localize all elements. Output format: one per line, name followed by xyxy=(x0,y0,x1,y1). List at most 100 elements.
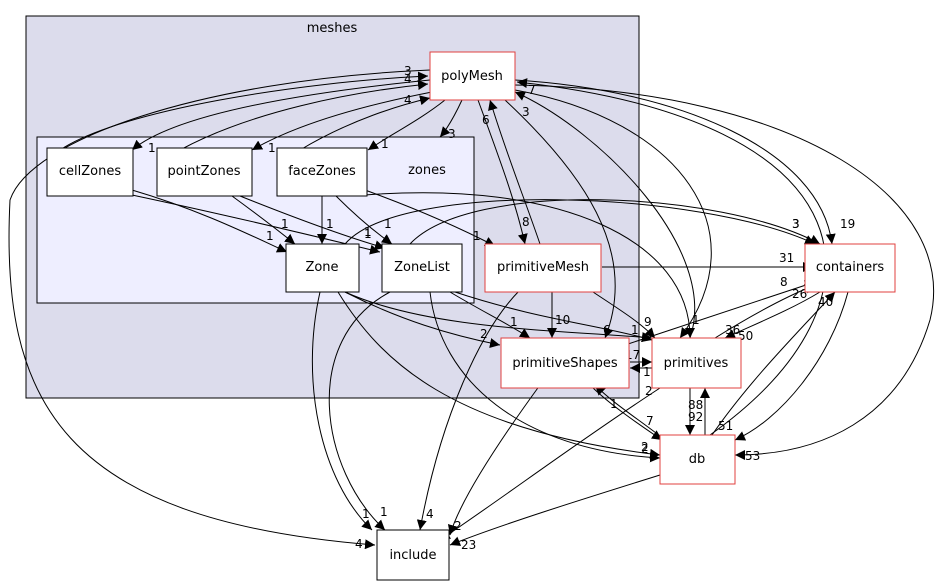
edge-cellZones-polyMesh xyxy=(59,71,429,151)
edge-label: 4 xyxy=(355,537,363,551)
edge-db-polyMesh xyxy=(516,78,827,436)
edge-label: 3 xyxy=(448,127,456,141)
edge-cellZones-ZoneList xyxy=(131,194,381,255)
node-pointZones[interactable]: pointZones xyxy=(156,147,253,197)
edge-label: 36 xyxy=(725,323,740,337)
node-cellZones[interactable]: cellZones xyxy=(46,147,134,197)
edge-containers-primitives xyxy=(724,291,821,339)
edge-label: 2 xyxy=(454,519,462,533)
edge-label: 88 xyxy=(688,398,703,412)
node-primitives[interactable]: primitives xyxy=(651,337,742,389)
edge-polyMesh-faceZones xyxy=(367,99,446,151)
edge-label: 2 xyxy=(641,440,649,454)
edge-label: 1 xyxy=(268,141,276,155)
edge-ZoneList-primitives xyxy=(454,291,653,343)
edge-label: 23 xyxy=(461,538,476,552)
node-primitiveShapes[interactable]: primitiveShapes xyxy=(500,337,630,389)
edge-label: 9 xyxy=(644,315,652,329)
node-polyMesh[interactable]: polyMesh xyxy=(429,51,516,101)
node-db[interactable]: db xyxy=(659,434,736,485)
edge-polyMesh-pointZones xyxy=(251,91,433,151)
edge-polyMesh-primitiveMesh xyxy=(477,99,528,245)
edge-label: 40 xyxy=(818,295,833,309)
edge-primitiveMesh-primitives xyxy=(589,289,656,339)
node-primitiveShapes-label: primitiveShapes xyxy=(512,356,618,371)
edge-label: 1 xyxy=(326,217,334,231)
cluster-zones-label: zones xyxy=(408,163,446,178)
edge-label: 1 xyxy=(473,229,481,243)
edge-label: 50 xyxy=(738,329,753,343)
edge-polyMesh-zones xyxy=(439,99,463,138)
edge-label: 1 xyxy=(643,365,651,379)
edge-label: 4 xyxy=(404,93,412,107)
node-ZoneList[interactable]: ZoneList xyxy=(381,243,463,293)
edge-label: 1 xyxy=(380,505,388,519)
edge-ZoneList-primitiveShapes xyxy=(449,291,531,339)
edge-primitiveShapes-include xyxy=(447,384,541,536)
edge-label: 92 xyxy=(688,410,703,424)
edge-faceZones-polyMesh xyxy=(299,95,431,151)
edge-label: 4 xyxy=(404,72,412,86)
cluster-meshes-label: meshes xyxy=(307,21,358,36)
edge-label: 53 xyxy=(745,449,760,463)
edge-label: 1 xyxy=(281,217,289,231)
node-Zone[interactable]: Zone xyxy=(285,243,360,293)
edge-db-include xyxy=(449,474,661,546)
node-include-label: include xyxy=(389,548,436,563)
edge-polyMesh-primitives xyxy=(514,89,712,339)
edges xyxy=(8,69,935,550)
edge-label: 3 xyxy=(522,105,530,119)
edge-label: 1 xyxy=(381,137,389,151)
edge-polyMesh-db xyxy=(514,84,935,460)
edge-pointZones-Zone xyxy=(231,195,296,245)
node-containers-label: containers xyxy=(816,260,885,275)
edge-ZoneList-db xyxy=(429,291,661,463)
edge-Zone-include xyxy=(311,291,373,531)
edge-label: 1 xyxy=(384,217,392,231)
edge-label: 2 xyxy=(480,327,488,341)
edge-label: 6 xyxy=(603,323,611,337)
node-faceZones[interactable]: faceZones xyxy=(276,147,368,197)
edge-label: 26 xyxy=(792,287,807,301)
edge-polyMesh-primitiveShapes xyxy=(504,99,616,339)
edge-label: 3 xyxy=(792,217,800,231)
node-primitiveMesh[interactable]: primitiveMesh xyxy=(484,243,602,293)
node-pointZones-label: pointZones xyxy=(167,164,240,179)
edge-db-containers xyxy=(711,291,836,436)
edge-primitiveShapes-containers xyxy=(624,280,816,346)
edge-label: 1 xyxy=(692,313,700,327)
edge-label: 1 xyxy=(266,229,274,243)
edge-containers-db xyxy=(734,291,849,441)
node-db-label: db xyxy=(689,452,706,467)
edge-label: 6 xyxy=(482,113,490,127)
edge-ZoneList-include xyxy=(328,291,391,531)
edge-label: 8 xyxy=(522,215,530,229)
node-faceZones-label: faceZones xyxy=(288,164,356,179)
edge-Zone-primitives xyxy=(344,291,653,343)
edge-labels: 3 4 4 7 6 3 1 1 3 1 1 1 1 1 1 1 1 8 3 3 … xyxy=(148,64,855,552)
edge-primitiveMesh-polyMesh xyxy=(488,99,541,245)
edge-cellZones-Zone xyxy=(131,189,288,253)
node-ZoneList-label: ZoneList xyxy=(394,260,450,275)
edge-Zone-containers xyxy=(344,199,816,245)
edge-label: 8 xyxy=(780,275,788,289)
edge-faceZones-primitiveMesh xyxy=(364,189,496,247)
edge-label: 1 xyxy=(364,225,372,239)
edge-primitives-polyMesh xyxy=(514,91,696,339)
edge-label: 10 xyxy=(555,313,570,327)
edge-faceZones-ZoneList xyxy=(335,195,393,245)
node-Zone-label: Zone xyxy=(305,260,338,275)
node-primitiveMesh-label: primitiveMesh xyxy=(497,260,589,275)
edge-label: 3 xyxy=(792,217,800,231)
edge-label: 51 xyxy=(718,419,733,433)
edge-label: 2 xyxy=(641,442,649,456)
node-containers[interactable]: containers xyxy=(804,243,896,293)
node-include[interactable]: include xyxy=(376,529,450,581)
edge-label: 2 xyxy=(645,384,653,398)
edge-ZoneList-containers xyxy=(409,199,821,245)
edge-label: 1 xyxy=(510,315,518,329)
edge-label: 1 xyxy=(362,507,370,521)
edge-label: 1 xyxy=(610,397,618,411)
edge-label: 3 xyxy=(404,64,412,78)
edge-primitives-include xyxy=(439,387,661,541)
